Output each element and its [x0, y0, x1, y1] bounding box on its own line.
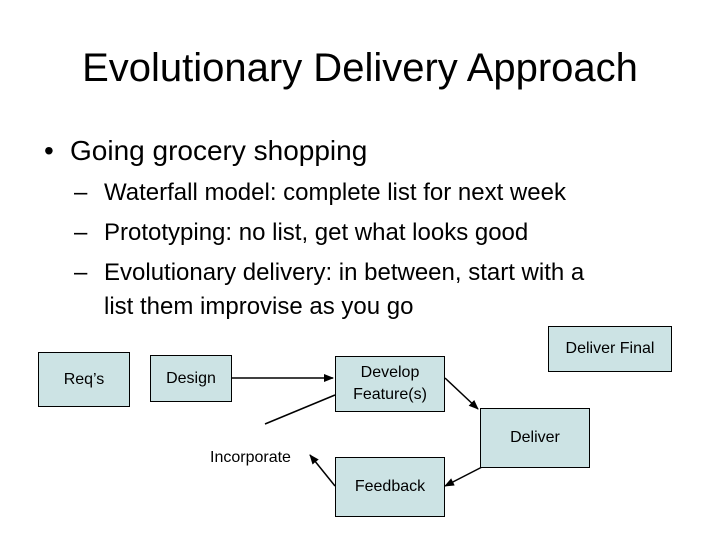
arrow-feedback-to-incorporate — [309, 454, 336, 487]
sub-dash: – — [74, 219, 88, 246]
design-box: Design — [150, 355, 232, 402]
sub-bullet-evolutionary: –Evolutionary delivery: in between, star… — [74, 256, 584, 290]
design-label: Design — [166, 369, 216, 387]
deliver-box: Deliver — [480, 408, 590, 468]
deliver-final-box: Deliver Final — [548, 326, 672, 372]
sub-bullet-text: Evolutionary delivery: in between, start… — [104, 259, 585, 286]
arrow-develop-to-deliver — [444, 377, 479, 410]
reqs-box: Req’s — [38, 352, 130, 407]
develop-features-box: Develop Feature(s) — [335, 356, 445, 412]
sub-bullet-waterfall: –Waterfall model: complete list for next… — [74, 176, 566, 210]
arrow-develop-to-incorporate — [264, 394, 336, 425]
develop-label-line2: Feature(s) — [353, 386, 427, 403]
deliver-final-label: Deliver Final — [565, 340, 655, 357]
sub-dash: – — [74, 179, 88, 206]
arrow-deliver-to-feedback — [444, 465, 485, 487]
develop-label-line1: Develop — [360, 364, 420, 381]
sub-bullet-text: Waterfall model: complete list for next … — [104, 179, 566, 206]
main-bullet: • Going grocery shopping — [44, 132, 367, 170]
sub-bullet-evolutionary-continued: list them improvise as you go — [104, 293, 414, 320]
sub-dash: – — [74, 259, 88, 286]
feedback-box: Feedback — [335, 457, 445, 517]
reqs-label: Req’s — [63, 370, 105, 388]
deliver-label: Deliver — [510, 429, 560, 446]
main-bullet-text: Going grocery shopping — [70, 135, 368, 166]
bullet-symbol: • — [44, 135, 54, 166]
sub-bullet-text: Prototyping: no list, get what looks goo… — [104, 219, 529, 246]
slide-title: Evolutionary Delivery Approach — [82, 46, 638, 90]
feedback-label: Feedback — [354, 478, 426, 495]
sub-bullet-prototyping: –Prototyping: no list, get what looks go… — [74, 216, 528, 250]
incorporate-label: Incorporate — [210, 449, 291, 466]
